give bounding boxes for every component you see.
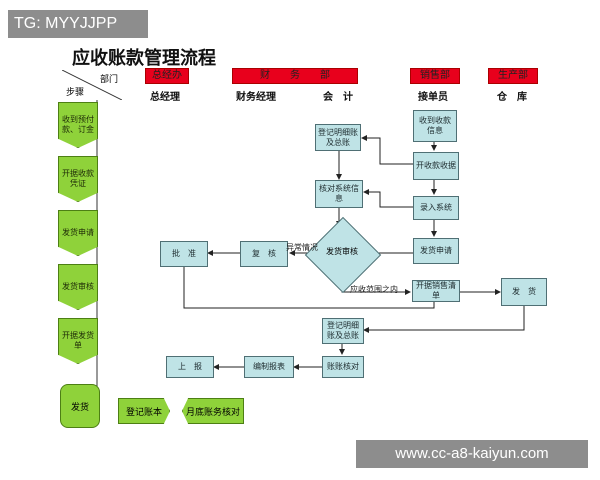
box-delivery-request: 发货申请 <box>413 238 459 264</box>
box-review: 复 核 <box>240 241 288 267</box>
box-approve: 批 准 <box>160 241 208 267</box>
corner-header: 部门 步骤 <box>61 69 123 101</box>
step-delivery-request: 发货申请 <box>58 210 98 256</box>
subheader-order-clerk: 接单员 <box>418 92 448 103</box>
tg-tag: TG: MYYJJPP <box>8 10 148 38</box>
bottom-register-ledger: 登记账本 <box>118 398 170 424</box>
subheader-finance-manager: 财务经理 <box>236 92 276 103</box>
box-compile-report: 编制报表 <box>244 356 294 378</box>
step-issue-delivery-note: 开据发货单 <box>58 318 98 364</box>
note-abnormal: 异常情况 <box>286 243 318 252</box>
box-ship: 发 货 <box>501 278 547 306</box>
box-register-ledger-1: 登记明细账及总账 <box>315 124 361 151</box>
box-account-check: 账账核对 <box>322 356 364 378</box>
subheader-warehouse: 仓 库 <box>497 92 527 103</box>
subheader-accountant: 会 计 <box>323 92 353 103</box>
header-gm-office: 总经办 <box>145 68 189 84</box>
bottom-ship: 发货 <box>60 384 100 428</box>
note-within-scope: 应收范围之内 <box>350 285 398 294</box>
box-enter-system: 录入系统 <box>413 196 459 220</box>
corner-diagonal <box>61 69 123 101</box>
box-check-system: 核对系统信息 <box>315 180 363 208</box>
step-delivery-audit: 发货审核 <box>58 264 98 310</box>
header-production: 生产部 <box>488 68 538 84</box>
header-finance: 财 务 部 <box>232 68 358 84</box>
box-receive-info: 收到收款信息 <box>413 110 457 142</box>
step-issue-voucher: 开据收款凭证 <box>58 156 98 202</box>
corner-step-label: 步骤 <box>66 88 85 98</box>
box-report-up: 上 报 <box>166 356 214 378</box>
step-receive-deposit: 收到预付款、订金 <box>58 102 98 148</box>
bottom-month-end-check: 月底账务核对 <box>182 398 244 424</box>
decision-delivery-audit: 发货审核 <box>326 247 358 256</box>
subheader-gm: 总经理 <box>150 92 180 103</box>
box-issue-sales-list: 开据销售清单 <box>412 280 460 302</box>
page-title: 应收账款管理流程 <box>72 48 216 69</box>
watermark: www.cc-a8-kaiyun.com <box>356 440 588 468</box>
header-sales: 销售部 <box>410 68 460 84</box>
box-register-ledger-2: 登记明细账及总账 <box>322 318 364 344</box>
box-issue-receipt: 开收款收据 <box>413 152 459 180</box>
corner-dept-label: 部门 <box>99 75 118 85</box>
